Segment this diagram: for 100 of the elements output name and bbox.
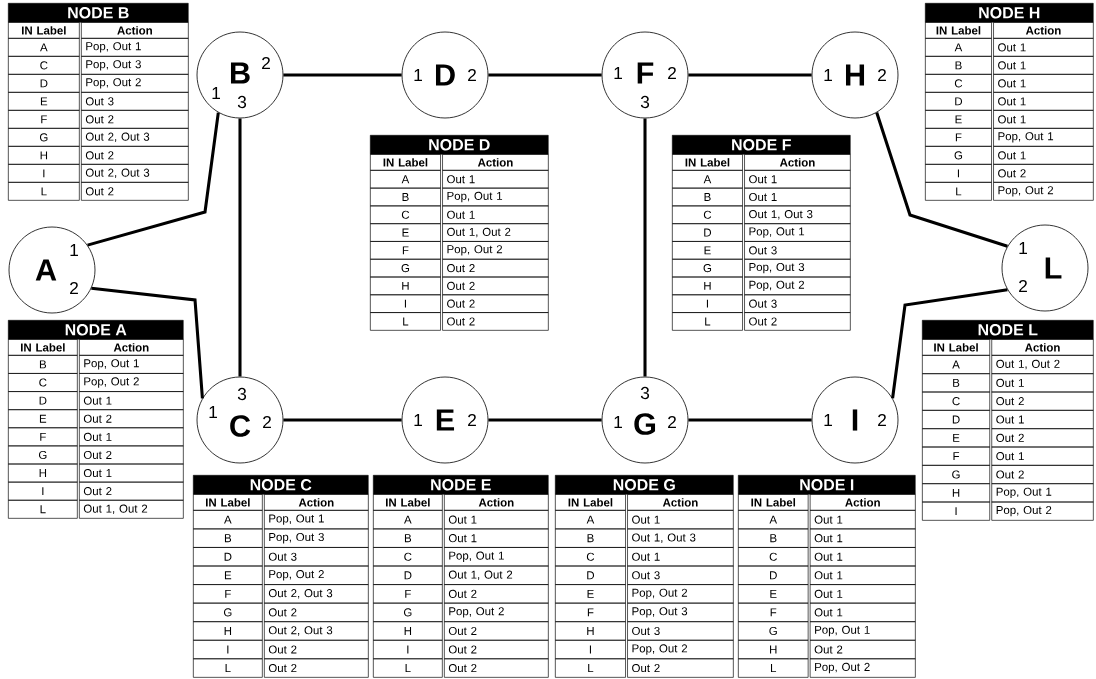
table-cell: Out 1 — [79, 391, 184, 410]
table-cell: Out 2 — [991, 428, 1094, 448]
table-cell: Out 2 — [809, 639, 916, 660]
table-cell: D — [8, 391, 78, 410]
table-cell: Out 1 — [442, 170, 549, 189]
column-header: IN Label — [8, 339, 78, 356]
table-cell: Out 2 — [81, 110, 189, 129]
table-cell: I — [672, 294, 743, 313]
table-cell: B — [193, 528, 263, 548]
table-cell: Out 1 — [744, 187, 851, 207]
table-cell: F — [193, 584, 263, 604]
table-title: NODE E — [373, 475, 549, 495]
column-header: IN Label — [373, 494, 443, 511]
port-number: 3 — [237, 387, 247, 401]
table-cell: Out 2, Out 3 — [81, 128, 189, 147]
table-cell: F — [738, 602, 809, 622]
table-cell: Out 1 — [991, 410, 1094, 429]
table-cell: L — [193, 658, 263, 678]
table-title: NODE A — [8, 320, 184, 340]
table-cell: Out 1 — [991, 446, 1094, 466]
table-cell: L — [8, 499, 78, 519]
table-cell: Out 2 — [79, 409, 184, 429]
table-cell: L — [373, 658, 443, 678]
table-cell: Out 1 — [809, 584, 916, 604]
node-letter: L — [1045, 257, 1062, 279]
table-cell: Out 2 — [81, 182, 189, 201]
port-number: 1 — [824, 414, 832, 426]
table-cell: H — [738, 639, 809, 660]
port-number: 2 — [668, 66, 676, 80]
table-cell: Out 1 — [444, 510, 549, 530]
table-title: NODE D — [370, 135, 549, 155]
table-cell: G — [373, 602, 443, 622]
connector-line — [688, 73, 812, 77]
table-cell: Out 3 — [627, 621, 734, 641]
table-cell: H — [8, 146, 80, 165]
table-cell: E — [8, 409, 78, 429]
table-cell: G — [672, 258, 743, 278]
table-cell: Pop, Out 1 — [993, 128, 1094, 147]
table-cell: Out 2 — [79, 445, 184, 465]
table-cell: F — [8, 110, 80, 129]
table-cell: L — [8, 182, 80, 201]
node-letter: E — [436, 409, 455, 431]
table-cell: B — [555, 528, 626, 548]
table-cell: Out 2, Out 3 — [81, 164, 189, 183]
port-number: 2 — [70, 281, 78, 295]
table-cell: Pop, Out 1 — [444, 547, 549, 567]
table-cell: G — [193, 602, 263, 622]
table-cell: I — [925, 164, 992, 183]
table-cell: Out 2 — [444, 658, 549, 678]
table-cell: A — [370, 170, 441, 189]
connector-line — [875, 112, 1008, 248]
table-cell: E — [370, 223, 441, 242]
table-cell: D — [925, 92, 992, 111]
table-cell: Out 1 — [993, 92, 1094, 111]
table-cell: H — [922, 483, 991, 503]
table-cell: Out 2 — [264, 602, 369, 622]
table-cell: Out 2, Out 3 — [264, 584, 369, 604]
table-cell: Out 2 — [442, 312, 549, 331]
table-cell: G — [925, 146, 992, 165]
table-cell: B — [925, 56, 992, 75]
table-cell: Pop, Out 1 — [442, 187, 549, 207]
table-cell: H — [193, 621, 263, 641]
table-cell: H — [8, 463, 78, 483]
table-cell: A — [8, 38, 80, 57]
table-cell: Out 1, Out 2 — [444, 565, 549, 585]
table-cell: D — [672, 223, 743, 242]
node-letter: I — [852, 409, 858, 431]
table-cell: Out 3 — [744, 241, 851, 260]
table-cell: C — [925, 74, 992, 93]
column-header: Action — [81, 22, 189, 39]
table-cell: Out 2 — [991, 391, 1094, 411]
column-header: IN Label — [925, 22, 992, 39]
table-cell: Pop, Out 2 — [993, 182, 1094, 201]
column-header: IN Label — [193, 494, 263, 511]
table-cell: Pop, Out 1 — [809, 621, 916, 641]
node-letter: B — [231, 62, 250, 84]
table-cell: Out 1, Out 2 — [442, 223, 549, 242]
table-cell: Pop, Out 3 — [744, 258, 851, 278]
table-cell: B — [672, 187, 743, 207]
table-cell: Pop, Out 1 — [79, 355, 184, 374]
table-cell: Out 2 — [264, 658, 369, 678]
connector-line — [283, 418, 402, 422]
table-cell: Out 3 — [81, 92, 189, 111]
table-cell: E — [672, 241, 743, 260]
port-number: 3 — [640, 386, 650, 400]
port-number: 3 — [237, 95, 247, 109]
table-cell: Pop, Out 2 — [809, 658, 916, 678]
table-cell: Out 2 — [81, 146, 189, 165]
table-cell: A — [672, 170, 743, 189]
table-cell: Out 2 — [627, 658, 734, 678]
table-cell: Pop, Out 1 — [991, 483, 1094, 503]
table-cell: C — [922, 391, 991, 411]
table-cell: D — [373, 565, 443, 585]
column-header: IN Label — [672, 154, 743, 171]
table-cell: D — [922, 410, 991, 429]
table-cell: I — [373, 639, 443, 660]
table-cell: Pop, Out 2 — [991, 501, 1094, 521]
port-number: 3 — [640, 95, 650, 109]
table-cell: F — [370, 241, 441, 260]
table-cell: D — [8, 74, 80, 93]
